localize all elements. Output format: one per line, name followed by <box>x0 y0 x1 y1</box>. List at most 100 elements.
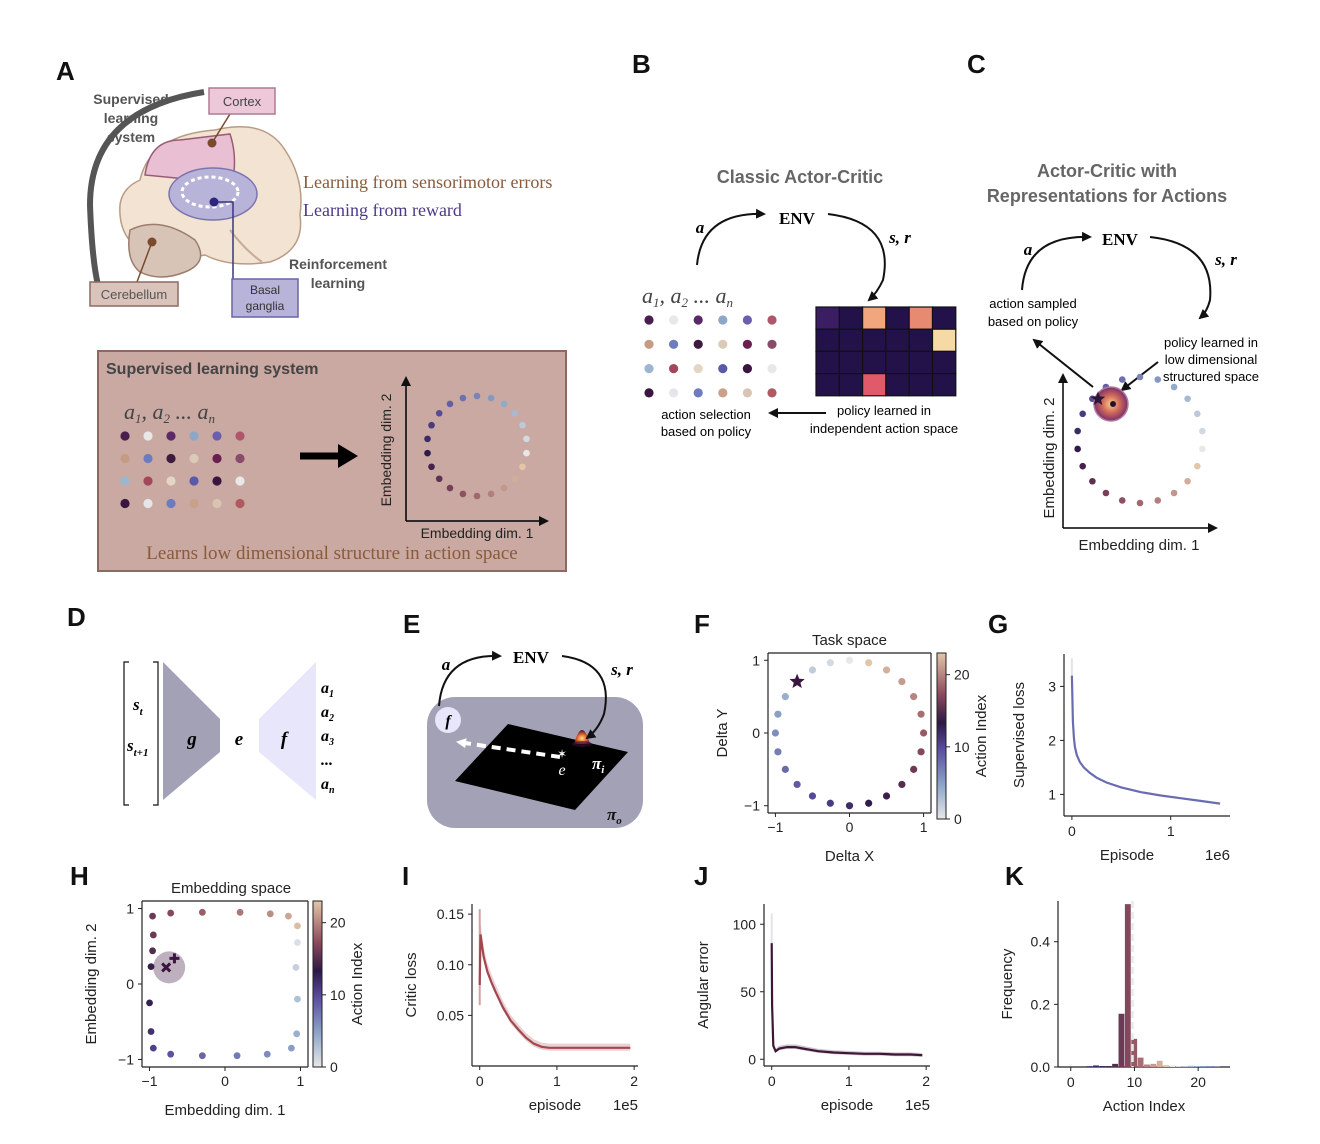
x-tick-label: 0 <box>1067 1074 1075 1090</box>
k-bar <box>1150 1063 1157 1067</box>
series-line <box>478 934 631 1049</box>
d-f-label: f <box>281 729 289 750</box>
action-dot <box>235 431 245 441</box>
action-dot <box>693 364 703 374</box>
colorbar-label: Action Index <box>349 942 366 1025</box>
h-point <box>288 1044 295 1052</box>
embedding-dot <box>1074 427 1081 435</box>
x-tick-label: 2 <box>922 1073 930 1089</box>
embedding-dot <box>1170 383 1178 391</box>
k-bar <box>1124 904 1131 1067</box>
embedding-dot <box>1194 410 1201 418</box>
k-bar <box>1093 1065 1099 1067</box>
x-tick-label: 0 <box>476 1073 484 1089</box>
d-out-2: a2 <box>321 704 334 724</box>
heatmap-cell <box>908 328 934 353</box>
h-xlabel: Embedding dim. 1 <box>165 1102 286 1119</box>
action-dot <box>143 498 153 509</box>
h-point <box>294 922 301 930</box>
cerebellum-region <box>128 223 202 278</box>
k-bar <box>1118 1013 1125 1067</box>
y-tick-label: 1 <box>752 652 760 668</box>
h-point <box>167 909 175 917</box>
h-point <box>294 995 301 1003</box>
f-point <box>917 748 925 756</box>
y-tick-label: 0.4 <box>1031 934 1051 950</box>
decoder-f <box>259 662 316 800</box>
action-dot <box>742 364 753 374</box>
y-axis-label: Critic loss <box>403 952 420 1017</box>
embedding-dot <box>519 421 526 429</box>
action-dot <box>166 498 176 509</box>
y-tick-label: 0.10 <box>437 957 464 973</box>
b-env: ENV <box>779 209 816 228</box>
action-list-label: a1, a2 ... an <box>124 399 215 426</box>
action-dot <box>718 315 728 325</box>
x-axis-label: episode <box>529 1097 582 1114</box>
action-dot <box>669 339 679 349</box>
embedding-dot <box>459 394 467 402</box>
embedding-dot <box>1079 410 1086 418</box>
heatmap-cell <box>885 306 910 330</box>
action-dot <box>767 388 777 398</box>
sensorimotor-text: Learning from sensorimotor errors <box>303 172 552 192</box>
supervised-arc <box>86 89 205 286</box>
x-tick-label: 10 <box>1127 1074 1143 1090</box>
k-bar <box>1194 1066 1201 1067</box>
h-point <box>266 910 274 918</box>
action-dot <box>742 388 753 398</box>
heatmap-cell <box>908 350 934 375</box>
x-scale-label: 1e5 <box>905 1097 930 1114</box>
action-dot <box>718 364 728 374</box>
y-tick-label: 0 <box>748 1051 756 1067</box>
e-pi-i: πi <box>592 754 605 776</box>
c-env: ENV <box>1102 230 1139 249</box>
action-dot <box>644 315 654 325</box>
colorbar-tick-label: 20 <box>954 667 970 683</box>
h-point <box>147 1028 155 1035</box>
heatmap-cell <box>838 350 864 375</box>
embedding-dot <box>523 435 530 443</box>
e-e-label: e <box>558 762 565 779</box>
c-selected-star <box>1090 391 1106 406</box>
y-tick-label: 100 <box>733 916 757 932</box>
embedding-dot <box>1184 477 1191 485</box>
f-point <box>781 765 789 773</box>
k-bar <box>1105 1066 1112 1067</box>
embedding-dot <box>1199 427 1206 435</box>
h-point <box>198 1052 206 1060</box>
f-point <box>826 659 834 667</box>
embedding-dot <box>1074 445 1081 453</box>
embedding-dot <box>435 475 443 483</box>
b-action-list-label: a1, a2 ... an <box>642 283 733 310</box>
heatmap-cell <box>838 373 864 397</box>
c-policy-learned-2: low dimensional <box>1165 352 1258 367</box>
f-point <box>808 792 817 800</box>
y-tick-label: 50 <box>740 984 756 1000</box>
action-dot <box>235 498 245 509</box>
supervised-box-caption: Learns low dimensional structure in acti… <box>146 543 517 564</box>
embedding-dot <box>511 475 519 483</box>
b-policy-learned-1: policy learned in <box>837 403 931 418</box>
action-dot <box>212 476 222 486</box>
y-tick-label: −1 <box>744 798 760 814</box>
b-action-selection-1: action selection <box>661 407 751 422</box>
d-out-n: an <box>321 776 335 796</box>
h-point <box>149 931 157 939</box>
x-scale-label: 1e5 <box>613 1097 638 1114</box>
action-dot <box>189 498 199 509</box>
c-sr-label: s, r <box>1214 250 1237 269</box>
y-tick-label: 0 <box>126 976 134 992</box>
h-point <box>263 1050 271 1058</box>
k-bar <box>1163 1065 1169 1067</box>
embedding-dot <box>500 400 508 408</box>
f-point <box>910 693 918 701</box>
f-ylabel: Delta Y <box>714 709 731 758</box>
k-bar <box>1112 1063 1119 1067</box>
d-out-4: ... <box>321 752 333 769</box>
encoder-g <box>163 662 220 800</box>
y-tick-label: 0.0 <box>1031 1059 1051 1075</box>
